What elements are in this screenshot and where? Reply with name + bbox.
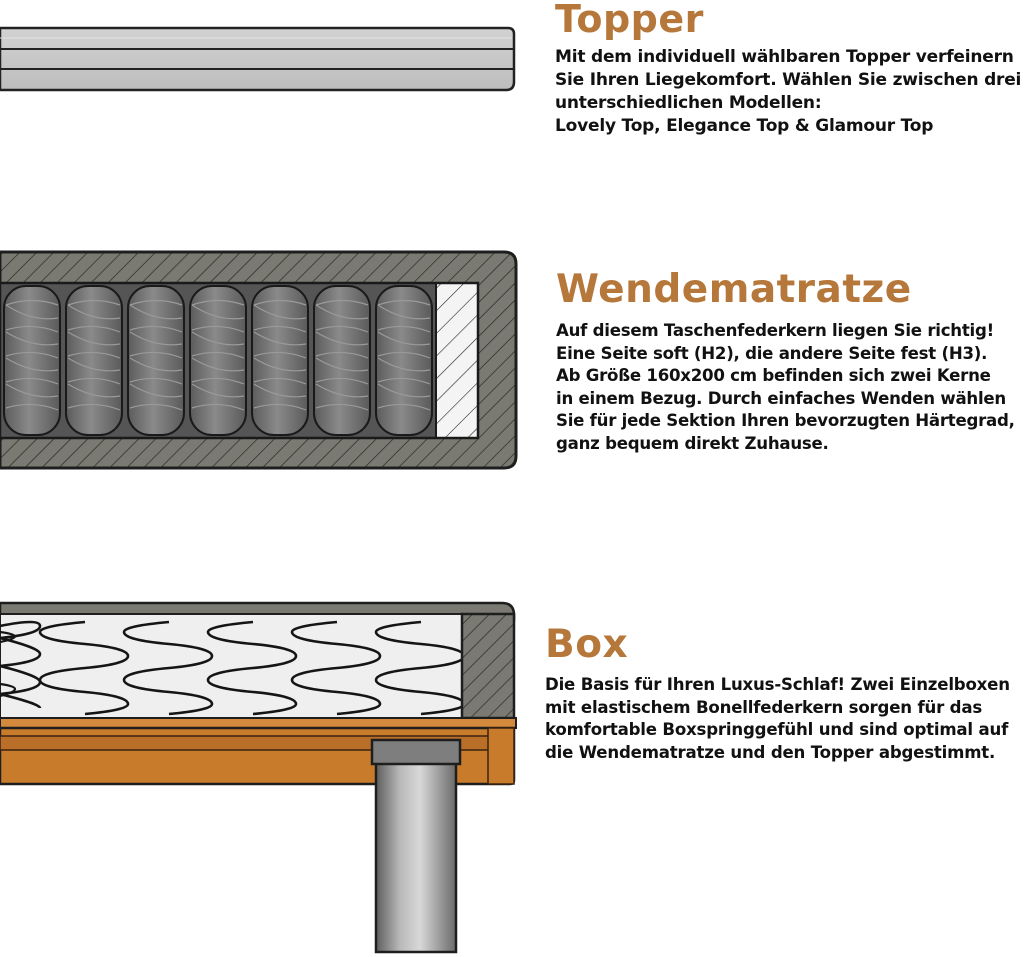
mattress-text-line: Ab Größe 160x200 cm befinden sich zwei K… (556, 366, 991, 385)
topper-section: Topper Mit dem individuell wählbaren Top… (555, 0, 1021, 138)
topper-text-line: Mit dem individuell wählbaren Topper ver… (555, 47, 1014, 67)
box-text-line: Die Basis für Ihren Luxus-Schlaf! Zwei E… (545, 675, 1010, 694)
mattress-text-line: Auf diesem Taschenfederkern liegen Sie r… (556, 321, 994, 340)
topper-text-line: Sie Ihren Liegekomfort. Wählen Sie zwisc… (555, 70, 1022, 90)
topper-text-line: Lovely Top, Elegance Top & Glamour Top (555, 116, 934, 136)
topper-illustration (0, 26, 516, 92)
mattress-text-line: ganz bequem direkt Zuhause. (556, 433, 829, 453)
box-section: Box Die Basis für Ihren Luxus-Schlaf! Zw… (545, 625, 1010, 764)
mattress-illustration (0, 250, 518, 470)
box-text-line: die Wendematratze und den Topper abgesti… (545, 742, 996, 762)
mattress-text-line: Sie für jede Sektion Ihren bevorzugten H… (556, 411, 1015, 430)
pocket-springs (3, 285, 433, 436)
topper-title: Topper (555, 0, 704, 41)
mattress-text-line: in einem Bezug. Durch einfaches Wenden w… (556, 388, 1006, 408)
mattress-text-line: Eine Seite soft (H2), die andere Seite f… (556, 343, 988, 363)
topper-text-line: unterschiedlichen Modellen: (555, 93, 822, 113)
bonell-springs (0, 620, 466, 716)
mattress-title: Wendematratze (556, 267, 912, 312)
box-illustration (0, 601, 517, 954)
box-text-line: mit elastischem Bonellfederkern sorgen f… (545, 697, 983, 717)
box-title: Box (545, 622, 629, 667)
mattress-section: Wendematratze Auf diesem Taschenfederker… (556, 270, 1015, 455)
box-text-line: komfortable Boxspringgefühl und sind opt… (545, 720, 1009, 739)
